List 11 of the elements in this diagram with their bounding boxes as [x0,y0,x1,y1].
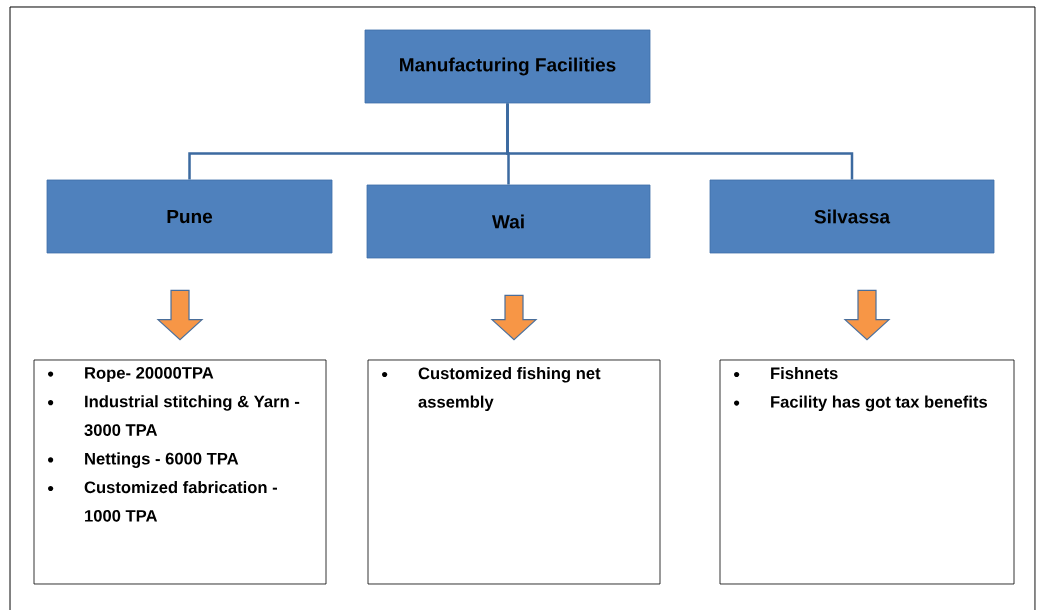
category-box: Manufacturing Facilities [364,29,651,104]
bullet-list-box: Rope- 20000TPA Industrial stitching & Yarn - 3000 TPA Nettings - 6000 TPA Customized fabrication - 1000 TPA [33,359,327,585]
block-arrow [843,289,891,341]
block-arrow [156,289,204,341]
block-arrow [490,294,538,341]
bullet-list-box: Fishnets Facility has got tax benefits [719,359,1015,585]
bullet-list-box: Customized fishing net assembly [367,359,661,585]
category-box: Pune [46,179,333,254]
tree-connector [506,103,854,180]
category-box: Silvassa [709,179,995,254]
category-box: Wai [366,184,651,259]
